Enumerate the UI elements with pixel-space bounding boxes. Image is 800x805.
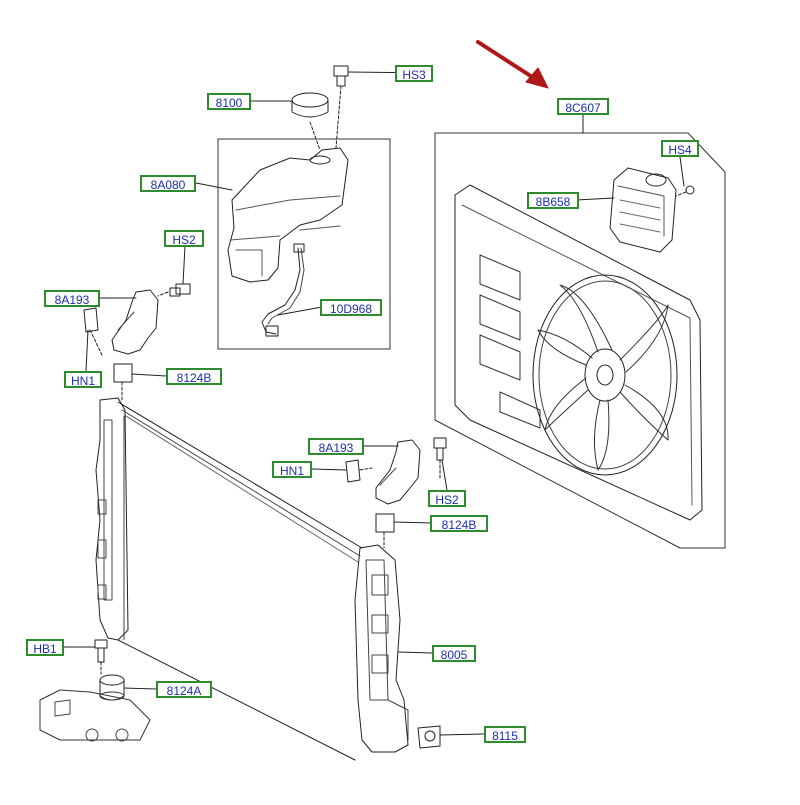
bolt-hs2-mid xyxy=(433,437,447,481)
bracket-upper-left xyxy=(83,289,159,403)
label-8a080[interactable]: 8A080 xyxy=(140,175,196,192)
tank-frame xyxy=(217,138,391,350)
bracket-upper-mid xyxy=(345,439,421,549)
label-8124a[interactable]: 8124A xyxy=(156,681,212,698)
screw-hs4 xyxy=(675,185,695,197)
bolt-hb1 xyxy=(94,639,108,675)
label-8a193-left[interactable]: 8A193 xyxy=(44,290,100,307)
rubber-mount-lower xyxy=(99,674,125,701)
label-8124b-left[interactable]: 8124B xyxy=(166,368,222,385)
expansion-tank xyxy=(227,147,349,283)
label-8115[interactable]: 8115 xyxy=(484,726,526,743)
indicator-arrow xyxy=(476,40,549,89)
leader-lines xyxy=(63,71,685,736)
label-8005[interactable]: 8005 xyxy=(432,645,476,662)
pressure-cap xyxy=(291,92,329,151)
bolt-hs2-top xyxy=(157,283,191,297)
label-hs2-top[interactable]: HS2 xyxy=(164,230,204,247)
fan-assembly-frame xyxy=(434,132,726,549)
label-hs2-mid[interactable]: HS2 xyxy=(428,490,466,507)
label-8124b-mid[interactable]: 8124B xyxy=(430,515,488,532)
lower-bracket xyxy=(39,689,151,742)
label-8a193-mid[interactable]: 8A193 xyxy=(308,438,364,455)
label-hs4[interactable]: HS4 xyxy=(661,140,699,157)
label-hs3[interactable]: HS3 xyxy=(395,65,433,82)
label-8100[interactable]: 8100 xyxy=(207,93,251,110)
sensor-8115 xyxy=(417,725,441,749)
fan-shroud xyxy=(454,184,703,521)
label-hn1-left[interactable]: HN1 xyxy=(64,371,102,388)
label-10d968[interactable]: 10D968 xyxy=(320,299,382,316)
label-8b658[interactable]: 8B658 xyxy=(527,192,579,209)
radiator xyxy=(95,397,409,761)
label-hn1-mid[interactable]: HN1 xyxy=(272,461,312,478)
bolt-hs3 xyxy=(333,65,349,149)
coolant-hose xyxy=(261,243,305,337)
label-hb1[interactable]: HB1 xyxy=(26,639,64,656)
label-8c607[interactable]: 8C607 xyxy=(557,98,609,115)
fan-control-module xyxy=(609,167,677,253)
